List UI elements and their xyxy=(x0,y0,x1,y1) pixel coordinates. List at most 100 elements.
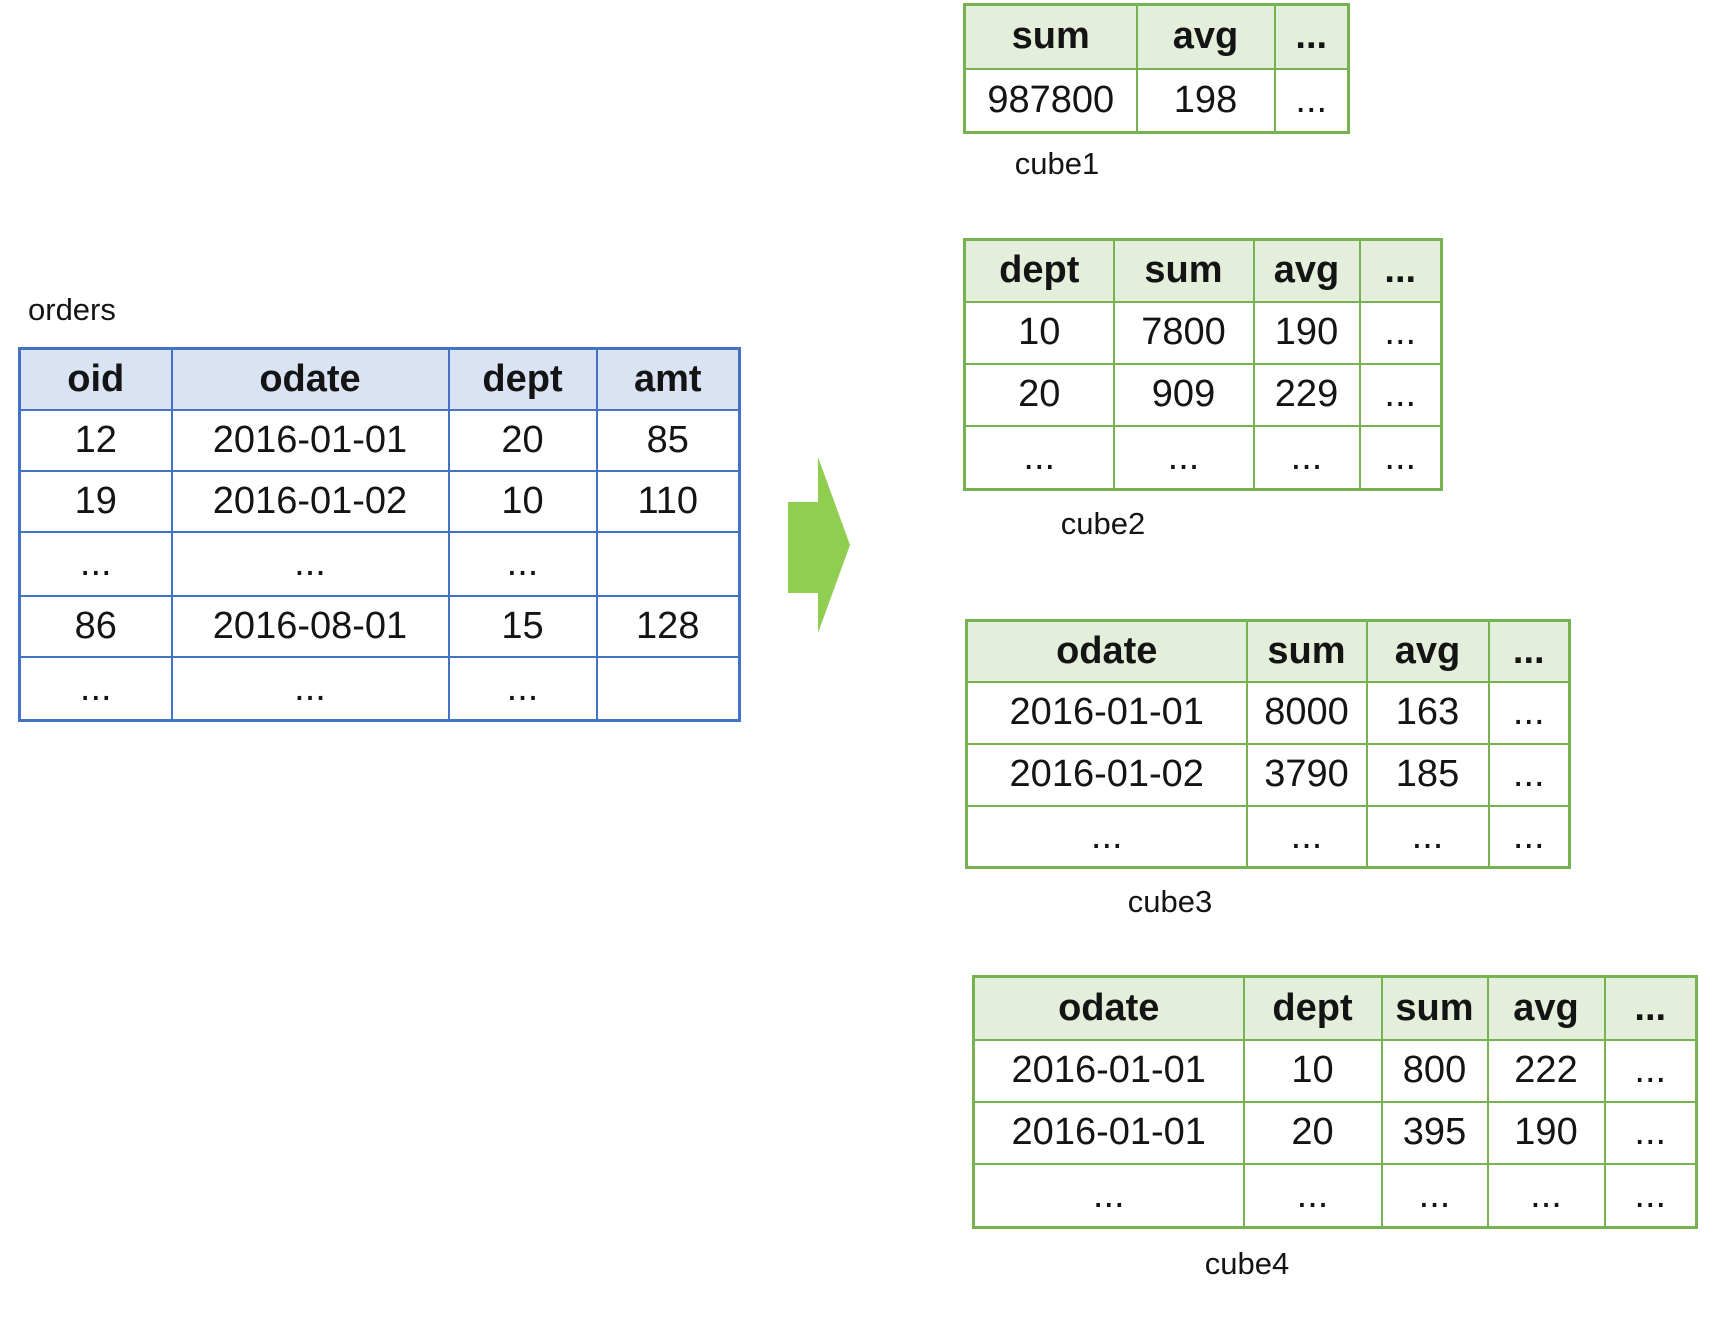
table-row: ... ... ... ... xyxy=(963,424,1443,491)
header-cell: dept xyxy=(963,238,1115,303)
header-cell: avg xyxy=(1135,3,1276,70)
table-row: 2016-01-01 10 800 222 ... xyxy=(972,1038,1698,1103)
data-cell: 800 xyxy=(1380,1038,1489,1103)
cube3-label: cube3 xyxy=(1127,884,1213,919)
header-cell: sum xyxy=(1112,238,1255,303)
data-cell: ... xyxy=(170,655,450,722)
table-row: ... ... ... xyxy=(18,655,741,722)
data-cell: 7800 xyxy=(1112,300,1255,365)
data-cell: 190 xyxy=(1486,1100,1606,1165)
data-cell: 20 xyxy=(447,408,598,472)
data-cell: ... xyxy=(1245,804,1368,869)
data-cell: ... xyxy=(1358,362,1443,427)
cube2-header-row: dept sum avg ... xyxy=(963,238,1443,303)
data-cell xyxy=(595,655,741,722)
data-cell: 198 xyxy=(1135,67,1276,134)
header-cell: odate xyxy=(972,975,1245,1041)
header-cell: sum xyxy=(1245,619,1368,683)
header-cell: ... xyxy=(1487,619,1571,683)
cube2-label: cube2 xyxy=(1060,506,1146,541)
cube4-label: cube4 xyxy=(1204,1246,1290,1281)
cube4-table: odate dept sum avg ... 2016-01-01 10 800… xyxy=(972,975,1698,1229)
data-cell: ... xyxy=(1487,680,1571,745)
data-cell: 19 xyxy=(18,469,173,533)
cube1-header-row: sum avg ... xyxy=(963,3,1350,70)
data-cell: 20 xyxy=(1242,1100,1383,1165)
header-cell: odate xyxy=(965,619,1248,683)
data-cell: 2016-01-01 xyxy=(972,1100,1245,1165)
data-cell: 163 xyxy=(1365,680,1490,745)
header-cell: ... xyxy=(1603,975,1698,1041)
table-row: 86 2016-08-01 15 128 xyxy=(18,594,741,658)
data-cell: 395 xyxy=(1380,1100,1489,1165)
table-row: 987800 198 ... xyxy=(963,67,1350,134)
cube1-label: cube1 xyxy=(1014,146,1100,181)
cube3-table: odate sum avg ... 2016-01-01 8000 163 ..… xyxy=(965,619,1571,869)
header-cell: avg xyxy=(1252,238,1361,303)
orders-header-row: oid odate dept amt xyxy=(18,347,741,411)
data-cell: 12 xyxy=(18,408,173,472)
header-cell: dept xyxy=(447,347,598,411)
data-cell: 2016-01-01 xyxy=(972,1038,1245,1103)
right-arrow-icon xyxy=(780,450,860,640)
data-cell: 110 xyxy=(595,469,741,533)
data-cell: ... xyxy=(1273,67,1350,134)
data-cell xyxy=(595,530,741,597)
orders-table-label: orders xyxy=(28,292,116,327)
table-row: 12 2016-01-01 20 85 xyxy=(18,408,741,472)
data-cell: 2016-08-01 xyxy=(170,594,450,658)
data-cell: ... xyxy=(18,530,173,597)
data-cell: ... xyxy=(1252,424,1361,491)
data-cell: 229 xyxy=(1252,362,1361,427)
data-cell: 15 xyxy=(447,594,598,658)
data-cell: ... xyxy=(1603,1100,1698,1165)
header-cell: ... xyxy=(1273,3,1350,70)
header-cell: avg xyxy=(1486,975,1606,1041)
data-cell: ... xyxy=(972,1162,1245,1229)
data-cell: 20 xyxy=(963,362,1115,427)
data-cell: ... xyxy=(1358,424,1443,491)
data-cell: ... xyxy=(1486,1162,1606,1229)
data-cell: 3790 xyxy=(1245,742,1368,807)
data-cell: ... xyxy=(1487,742,1571,807)
data-cell: ... xyxy=(1603,1162,1698,1229)
cube1-table: sum avg ... 987800 198 ... xyxy=(963,3,1350,134)
table-row: 2016-01-01 8000 163 ... xyxy=(965,680,1571,745)
data-cell: ... xyxy=(1380,1162,1489,1229)
data-cell: 85 xyxy=(595,408,741,472)
header-cell: amt xyxy=(595,347,741,411)
header-cell: oid xyxy=(18,347,173,411)
data-cell: ... xyxy=(1487,804,1571,869)
data-cell: ... xyxy=(1112,424,1255,491)
cube3-header-row: odate sum avg ... xyxy=(965,619,1571,683)
data-cell: ... xyxy=(447,530,598,597)
data-cell: 10 xyxy=(963,300,1115,365)
data-cell: 909 xyxy=(1112,362,1255,427)
data-cell: ... xyxy=(447,655,598,722)
data-cell: 2016-01-01 xyxy=(170,408,450,472)
data-cell: 10 xyxy=(1242,1038,1383,1103)
header-cell: sum xyxy=(1380,975,1489,1041)
table-row: 19 2016-01-02 10 110 xyxy=(18,469,741,533)
data-cell: ... xyxy=(965,804,1248,869)
table-row: ... ... ... ... xyxy=(965,804,1571,869)
table-row: ... ... ... ... ... xyxy=(972,1162,1698,1229)
data-cell: 190 xyxy=(1252,300,1361,365)
data-cell: ... xyxy=(170,530,450,597)
orders-table: oid odate dept amt 12 2016-01-01 20 85 1… xyxy=(18,347,741,722)
data-cell: 2016-01-02 xyxy=(170,469,450,533)
data-cell: ... xyxy=(963,424,1115,491)
data-cell: 222 xyxy=(1486,1038,1606,1103)
header-cell: odate xyxy=(170,347,450,411)
header-cell: sum xyxy=(963,3,1138,70)
data-cell: 8000 xyxy=(1245,680,1368,745)
header-cell: dept xyxy=(1242,975,1383,1041)
data-cell: 86 xyxy=(18,594,173,658)
data-cell: 2016-01-01 xyxy=(965,680,1248,745)
cube2-table: dept sum avg ... 10 7800 190 ... 20 909 … xyxy=(963,238,1443,491)
header-cell: ... xyxy=(1358,238,1443,303)
data-cell: 10 xyxy=(447,469,598,533)
table-row: 2016-01-02 3790 185 ... xyxy=(965,742,1571,807)
data-cell: ... xyxy=(1358,300,1443,365)
